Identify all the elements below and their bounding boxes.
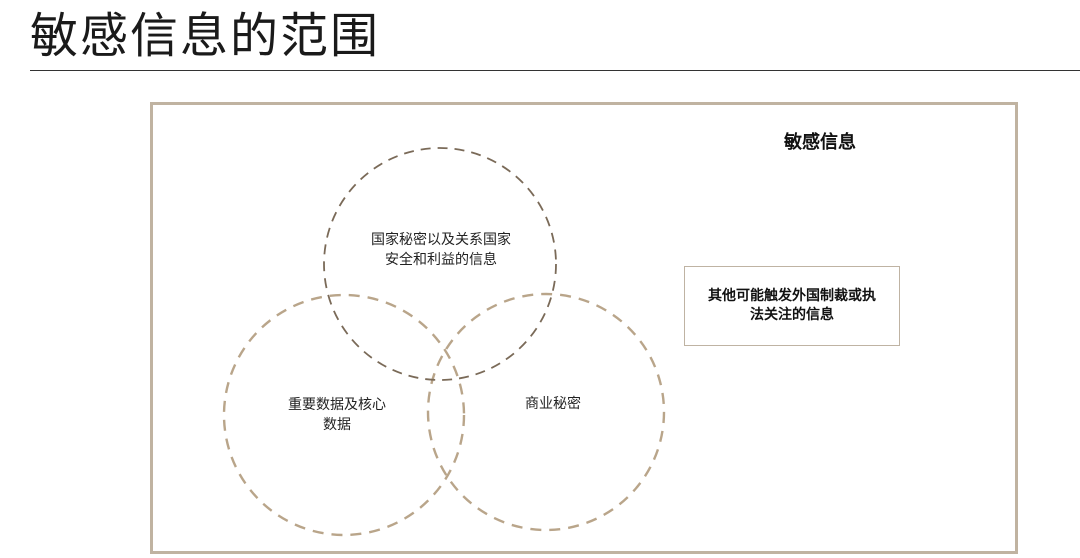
note-text-line1: 其他可能触发外国制裁或执 (708, 288, 876, 304)
circle-label-trade-secrets-line1: 商业秘密 (525, 396, 581, 412)
page-title: 敏感信息的范围 (30, 8, 381, 64)
circle-bottom-left (222, 293, 466, 537)
circle-label-important-data: 重要数据及核心 数据 (262, 395, 412, 435)
circle-label-trade-secrets: 商业秘密 (500, 394, 606, 414)
note-text: 其他可能触发外国制裁或执 法关注的信息 (708, 287, 876, 325)
circle-label-state-secrets-line2: 安全和利益的信息 (385, 252, 497, 268)
diagram-frame (150, 102, 1018, 554)
title-divider (30, 70, 1080, 71)
note-box: 其他可能触发外国制裁或执 法关注的信息 (684, 266, 900, 346)
note-text-line2: 法关注的信息 (750, 307, 834, 323)
circle-label-important-data-line2: 数据 (323, 417, 351, 433)
circle-bottom-right (426, 292, 666, 532)
circle-top (323, 147, 557, 381)
circle-label-important-data-line1: 重要数据及核心 (288, 397, 386, 413)
circle-label-state-secrets-line1: 国家秘密以及关系国家 (371, 232, 511, 248)
circle-label-state-secrets: 国家秘密以及关系国家 安全和利益的信息 (348, 230, 534, 270)
frame-heading: 敏感信息 (784, 132, 856, 153)
